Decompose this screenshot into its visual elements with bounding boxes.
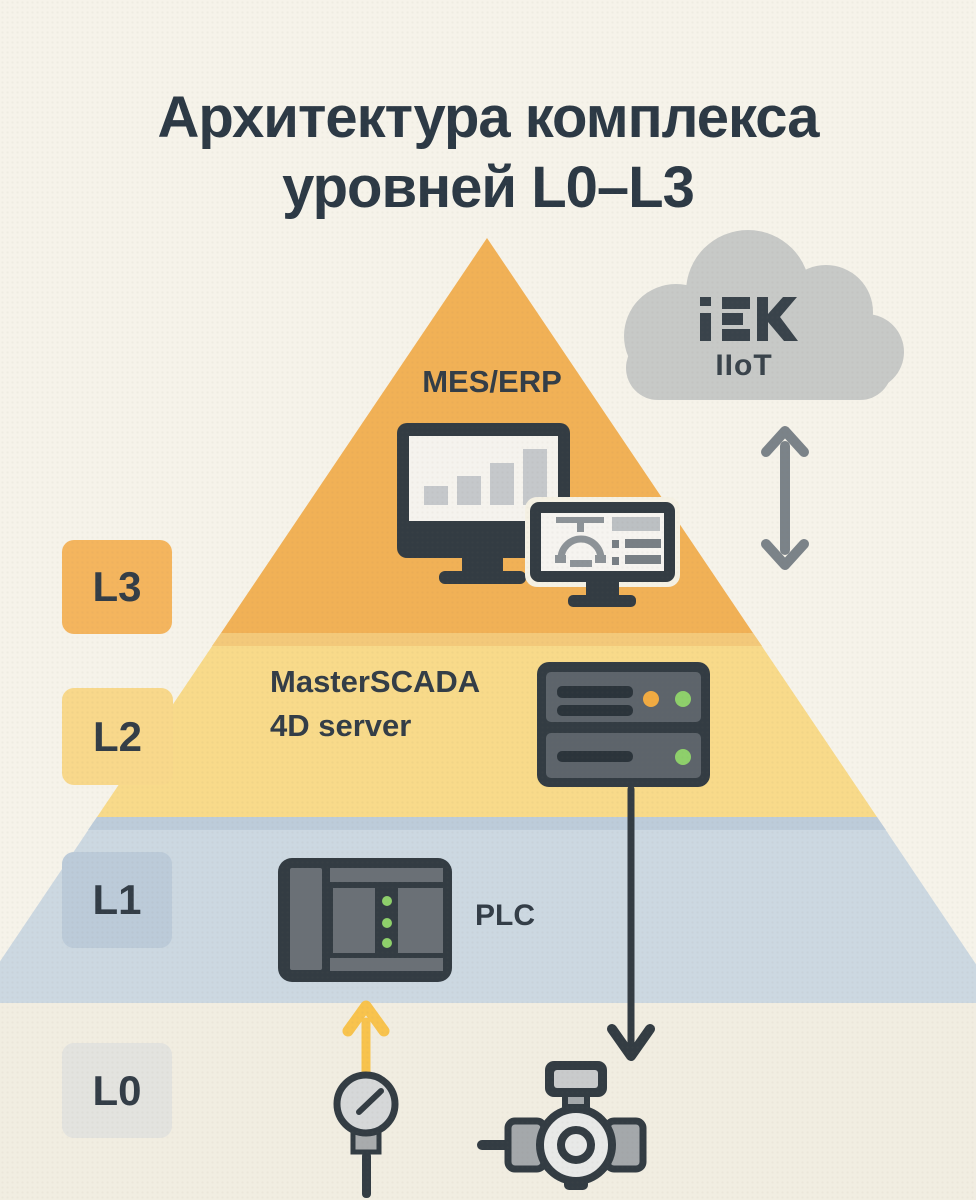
level-badge-l3: L3 <box>62 540 172 634</box>
server-slots <box>557 686 633 762</box>
page-title-line2: уровней L0–L3 <box>282 154 695 220</box>
plc-leds <box>382 896 392 948</box>
bar-chart-glyph <box>424 449 547 505</box>
masterscada-label-line1: MasterSCADA <box>270 664 481 699</box>
mes-erp-monitors-icon <box>397 423 680 607</box>
level-badge-l2: L2 <box>62 688 173 785</box>
iek-iiot-cloud-icon <box>624 230 904 400</box>
page-title-line1: Архитектура комплекса <box>157 84 820 150</box>
level-badge-l0: L0 <box>62 1043 172 1138</box>
pyramid-level-l2-shade <box>212 633 762 646</box>
monitor-scada-icon <box>525 497 680 607</box>
masterscada-label: MasterSCADA 4D server <box>270 660 480 748</box>
plc-panels <box>290 868 443 971</box>
scale-glyph <box>555 517 606 567</box>
valve-icon <box>477 1061 647 1190</box>
server-led-green2 <box>675 749 691 765</box>
pyramid-level-l1-band <box>0 817 976 1003</box>
list-glyph <box>612 517 661 565</box>
downlink-arrow-icon <box>607 785 655 1061</box>
mes-erp-label: MES/ERP <box>422 364 562 399</box>
server-led-orange <box>643 691 659 707</box>
pressure-gauge-icon <box>333 1071 399 1198</box>
plc-label: PLC <box>475 899 535 932</box>
iiot-label: IIoT <box>715 349 773 382</box>
scada-server-icon <box>537 662 710 787</box>
cloud-sync-arrow-icon <box>761 426 809 570</box>
page-title: Архитектура комплекса уровней L0–L3 <box>0 83 976 223</box>
uplink-arrow-icon <box>342 1000 390 1081</box>
level-badge-l1: L1 <box>62 852 172 948</box>
plc-controller-icon <box>278 858 452 982</box>
pyramid-level-l1-shade <box>88 817 886 830</box>
iek-logo <box>700 297 798 341</box>
masterscada-label-line2: 4D server <box>270 708 412 743</box>
server-led-green <box>675 691 691 707</box>
pyramid-level-l2-band <box>97 633 877 817</box>
